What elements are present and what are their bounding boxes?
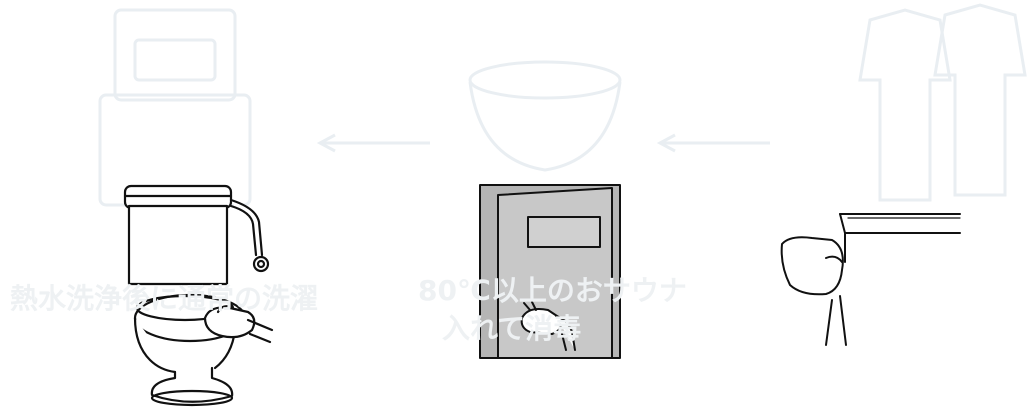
- arrow-left-icon: [320, 135, 430, 151]
- laundry-icon: [860, 5, 1025, 200]
- wiping-hand-icon: [782, 237, 846, 345]
- ghost-caption-left: 熱水洗浄後に通常の洗濯: [10, 282, 318, 315]
- ghost-caption-center-2: 入れて消毒: [442, 312, 581, 345]
- washing-machine-icon: [100, 10, 250, 205]
- arrow-left-icon: [660, 135, 770, 151]
- ghost-caption-center-1: 80℃以上のおサウナ: [418, 274, 687, 307]
- ledge-icon: [840, 214, 960, 262]
- bucket-icon: [470, 62, 620, 170]
